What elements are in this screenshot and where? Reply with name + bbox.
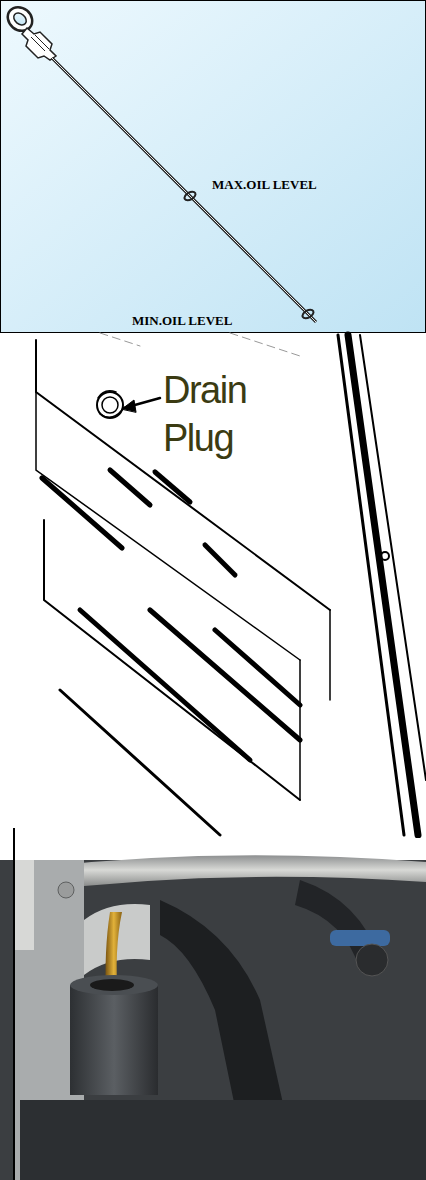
max-mark: [183, 190, 197, 202]
pan-side-rail: [360, 335, 426, 780]
oil-pan: [36, 333, 426, 835]
pan-bolt: [381, 552, 389, 560]
part-label: Drain Plug: [163, 366, 283, 462]
photo-panel: [0, 838, 426, 1180]
pan-corner-edge: [300, 610, 330, 800]
pan-rib: [80, 610, 250, 760]
pan-bottom-edge: [44, 520, 300, 800]
filler-neck: [70, 985, 158, 1095]
refill-photo: [0, 828, 426, 1180]
dipstick-ring-hole: [11, 11, 28, 28]
bolt: [58, 882, 74, 898]
pan-rib: [215, 630, 300, 705]
pan-rib: [42, 478, 122, 548]
dipstick-ring: [3, 2, 37, 36]
pan-rib: [155, 472, 190, 502]
pan-hidden-edge: [100, 333, 300, 356]
drain-plug-symbol: [98, 391, 122, 417]
hose-end: [356, 944, 388, 976]
dipstick: [3, 2, 316, 322]
oil-pan-panel: [0, 333, 426, 838]
pan-rib: [205, 545, 235, 575]
bracket-highlight: [14, 860, 34, 950]
pan-flange: [60, 690, 220, 835]
pan-top-edge: [36, 340, 330, 610]
arrow-head: [122, 400, 136, 412]
filler-opening: [90, 979, 134, 991]
pan-rib: [150, 610, 300, 740]
metal-pipe: [30, 855, 426, 892]
dipstick-panel: [1, 1, 426, 333]
clip: [330, 930, 390, 946]
pan-rib: [110, 470, 150, 505]
level-label: MAX.OIL LEVEL: [212, 177, 412, 193]
level-label: MIN.OIL LEVEL: [132, 313, 307, 329]
photo-border: [13, 828, 15, 1180]
dipstick-cap: [22, 28, 56, 60]
filler-neck-top: [70, 975, 158, 995]
dipstick-cap-ribs: [31, 35, 49, 51]
min-mark: [301, 308, 315, 320]
pan-side-rail: [348, 335, 418, 835]
engine-block: [20, 1100, 426, 1180]
drain-plug-symbol: [102, 397, 118, 413]
